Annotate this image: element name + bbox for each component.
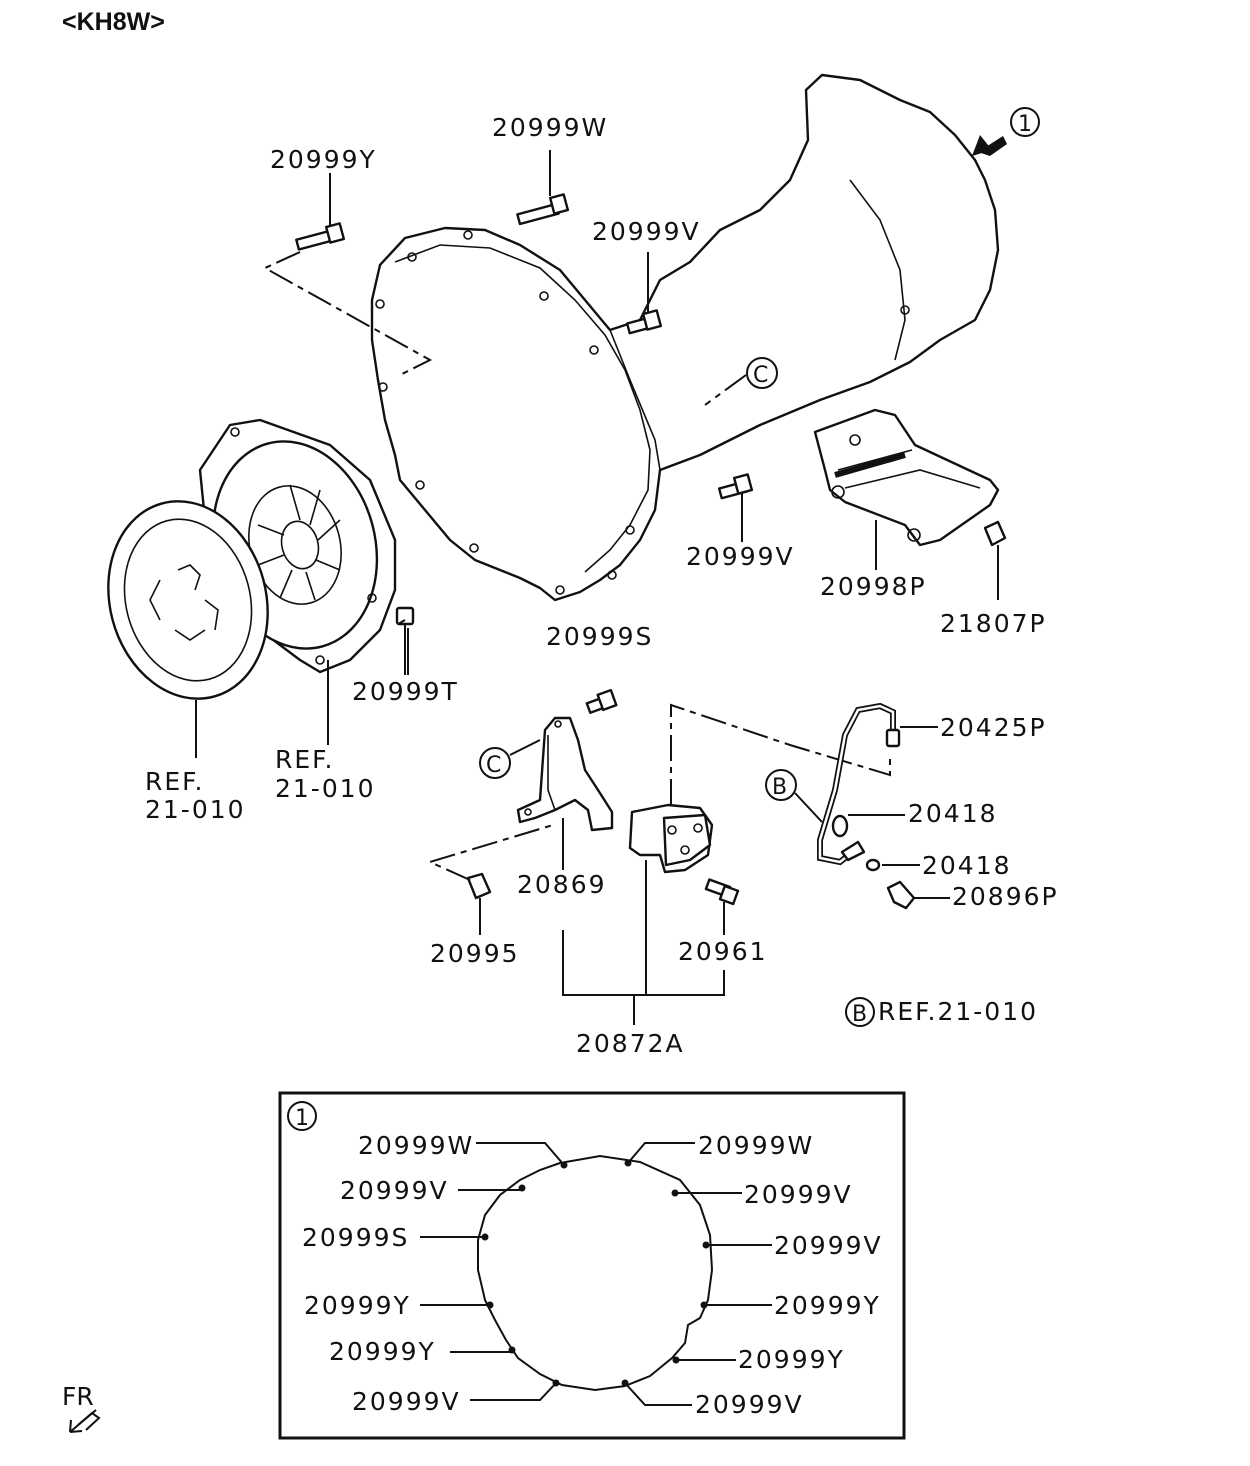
diaphragm-fingers (257, 484, 341, 601)
bolt-holes (375, 230, 910, 595)
label-20999V-b: 20999V (686, 542, 795, 571)
inset-left-label-3: 20999S (302, 1223, 409, 1252)
svg-text:B: B (852, 1002, 867, 1027)
inset-right-label-5: 20999Y (738, 1345, 845, 1374)
inset-left-label-6: 20999V (352, 1387, 461, 1416)
bracket-20998P (813, 408, 1000, 570)
label-ref-21010-disc-1: REF. (145, 767, 204, 796)
bolt-20999V-a (625, 252, 663, 335)
inset-left-label-1: 20999W (358, 1131, 474, 1160)
callout-c-bracket: C (479, 739, 541, 779)
clip-21807P (983, 520, 1007, 600)
callout-b-pipe: B (765, 769, 823, 823)
pipe-20425P (817, 702, 938, 866)
circle-1-label: 1 (1018, 112, 1032, 137)
leader-20872A (562, 930, 725, 1025)
front-arrow-icon (69, 1409, 101, 1433)
clip-20995 (427, 824, 554, 935)
inset-right-leaders (624, 1142, 772, 1406)
bolt-20896P (886, 880, 950, 910)
label-20999V-a: 20999V (592, 217, 701, 246)
label-20869: 20869 (517, 870, 607, 899)
label-20425P: 20425P (940, 713, 1047, 742)
label-20999T: 20999T (352, 677, 459, 706)
callout-c-transmission: C (704, 357, 778, 406)
bolt-20999V-b (717, 473, 754, 542)
inset-left-leaders (420, 1142, 565, 1401)
label-20999W-top: 20999W (492, 113, 608, 142)
inset-circle-number: 1 (295, 1106, 309, 1131)
label-20418-a: 20418 (908, 799, 998, 828)
inset-left-label-2: 20999V (340, 1176, 449, 1205)
label-20961: 20961 (678, 937, 768, 966)
inset-right-label-6: 20999V (695, 1390, 804, 1419)
label-20872A: 20872A (576, 1029, 685, 1058)
fr-label: FR (62, 1382, 94, 1411)
label-20999Y-top: 20999Y (270, 145, 377, 174)
note-b-ref: B REF.21-010 (845, 997, 1038, 1027)
inset-right-label-4: 20999Y (774, 1291, 881, 1320)
inset-right-label-2: 20999V (744, 1180, 853, 1209)
bolt-20999S (585, 688, 618, 714)
inset-left-label-4: 20999Y (304, 1291, 411, 1320)
bolt-20999W (516, 150, 570, 226)
svg-text:B: B (772, 775, 787, 800)
inset-panel: 1 2099 (278, 1091, 906, 1440)
label-ref-21010-cover-2: 21-010 (275, 774, 376, 803)
transmission-case (370, 73, 1000, 602)
sensor-unit (628, 703, 891, 995)
note-b-ref-text: REF.21-010 (878, 997, 1038, 1026)
front-direction-indicator: FR (62, 1382, 101, 1433)
label-20999S: 20999S (546, 622, 653, 651)
inset-right-label-1: 20999W (698, 1131, 814, 1160)
bolt-20999T (395, 606, 415, 675)
bolt-20999Y (262, 173, 433, 376)
diagram-title: <KH8W> (62, 8, 165, 36)
washer-20418 (865, 858, 920, 872)
bracket-20869 (516, 716, 614, 870)
inset-left-label-5: 20999Y (329, 1337, 436, 1366)
svg-text:C: C (486, 753, 501, 778)
label-20998P: 20998P (820, 572, 927, 601)
label-21807P: 21807P (940, 609, 1047, 638)
inset-right-label-3: 20999V (774, 1231, 883, 1260)
view-arrow: 1 (972, 107, 1040, 156)
label-20418-b: 20418 (922, 851, 1012, 880)
clutch-disc (107, 500, 269, 758)
svg-text:C: C (753, 363, 768, 388)
label-ref-21010-cover-1: REF. (275, 745, 334, 774)
bolt-20961 (704, 878, 740, 935)
label-ref-21010-disc-2: 21-010 (145, 795, 246, 824)
label-20896P: 20896P (952, 882, 1059, 911)
label-20995: 20995 (430, 939, 520, 968)
